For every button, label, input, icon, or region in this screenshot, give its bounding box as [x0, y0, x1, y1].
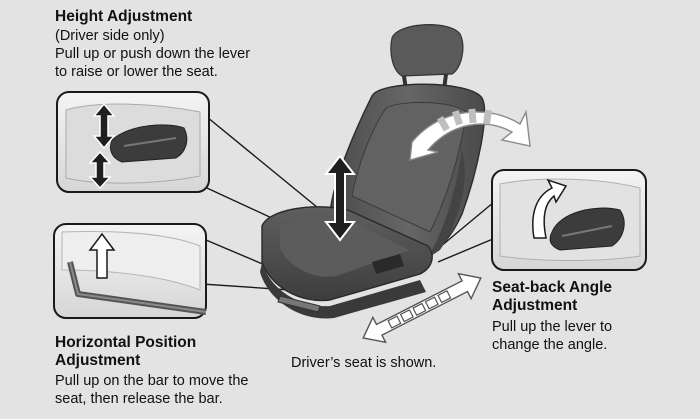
horizontal-bar-inset	[53, 223, 207, 319]
double-arrow-icon	[362, 272, 482, 344]
height-adjustment-title: Height Adjustment	[55, 8, 193, 25]
headrest	[390, 24, 464, 77]
seatback-adjustment-line1: Pull up the lever to	[492, 319, 613, 335]
seatback-lever-inset	[491, 169, 647, 271]
height-lever	[372, 254, 404, 274]
seatback-adjustment-title-line2: Adjustment	[492, 297, 578, 314]
figure-caption: Driver’s seat is shown.	[291, 355, 437, 371]
horizontal-adjustment-line1: Pull up on the bar to move the	[55, 373, 249, 389]
up-arrow-icon	[88, 232, 116, 279]
up-down-arrow-icon	[323, 154, 357, 242]
seatback-adjustment-title-line1: Seat-back Angle	[492, 279, 613, 296]
height-adjustment-note: (Driver side only)	[55, 28, 165, 44]
horizontal-adjustment-line2: seat, then release the bar.	[55, 391, 223, 407]
height-adjustment-line1: Pull up or push down the lever	[55, 46, 251, 62]
horizontal-adjustment-title-line1: Horizontal Position	[55, 334, 197, 351]
seat-rail	[277, 295, 321, 313]
horizontal-adjustment-title-line2: Adjustment	[55, 352, 141, 369]
driver-seat	[260, 24, 486, 319]
height-lever-inset	[56, 91, 210, 193]
curved-arrow-icon	[409, 108, 531, 161]
curved-up-arrow-icon	[532, 178, 568, 239]
seatback-adjustment-line2: change the angle.	[492, 337, 608, 353]
height-adjustment-line2: to raise or lower the seat.	[55, 64, 218, 80]
